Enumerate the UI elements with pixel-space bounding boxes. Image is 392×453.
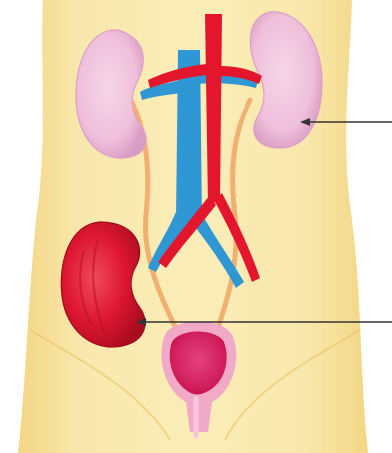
aorta bbox=[205, 14, 222, 205]
